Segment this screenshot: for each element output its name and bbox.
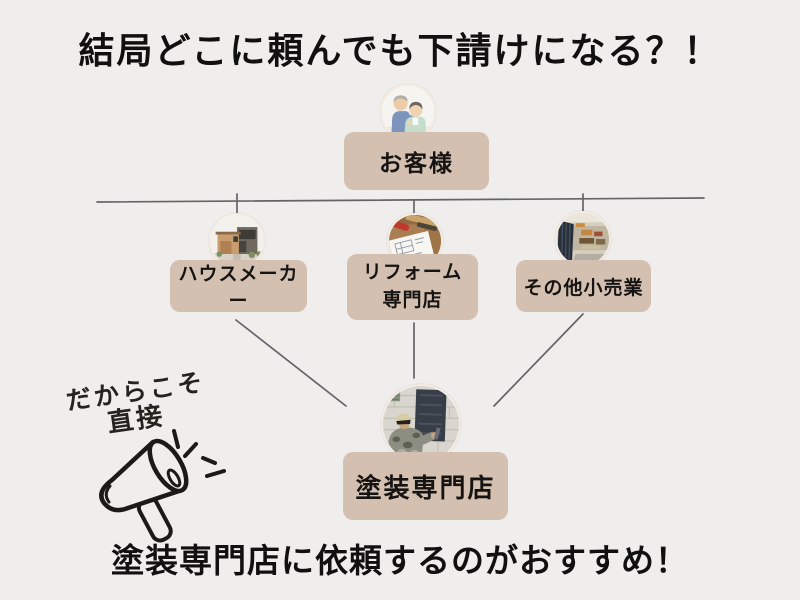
painter-label-box: 塗装専門店 — [343, 452, 508, 520]
reform-label-box: リフォーム 専門店 — [347, 254, 478, 320]
retail-label-box: その他小売業 — [516, 260, 651, 312]
model-house-image — [211, 215, 263, 267]
house-maker-label-box: ハウスメーカー — [170, 260, 307, 312]
house-maker-photo — [209, 213, 265, 269]
line-house-to-painter — [235, 319, 347, 407]
reform-label-line2: 専門店 — [382, 289, 443, 311]
customer-photo — [380, 84, 436, 140]
page-title: 結局どこに頼んでも下請けになる？！ — [78, 31, 722, 72]
elderly-couple-image — [382, 86, 434, 138]
line-retail-to-painter — [493, 313, 584, 407]
store-interior-image — [557, 213, 609, 265]
footer-recommendation: 塗装専門店に依頼するのがおすすめ！ — [111, 541, 689, 580]
reform-label-line1: リフォーム — [362, 261, 463, 284]
retail-label: その他小売業 — [523, 276, 644, 299]
painter-label: 塗装専門店 — [355, 473, 496, 504]
painter-image — [383, 386, 459, 462]
house-maker-label: ハウスメーカー — [178, 263, 299, 312]
painter-photo — [381, 384, 461, 464]
customer-label-box: お客様 — [344, 132, 489, 190]
retail-photo — [555, 211, 611, 267]
horizontal-branch-line — [96, 197, 705, 203]
customer-label: お客様 — [379, 151, 454, 177]
megaphone-icon — [99, 429, 226, 543]
